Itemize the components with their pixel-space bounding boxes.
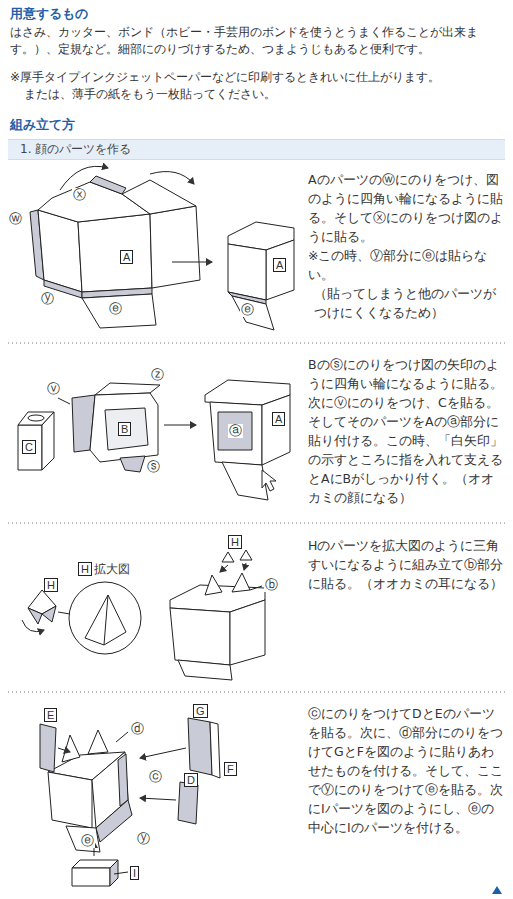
part-letter: H: [228, 535, 242, 549]
part-letter: H: [44, 578, 58, 592]
step-text: ※この時、ⓨ部分にⓔは貼らない。: [308, 246, 505, 284]
part-letter: B: [118, 422, 131, 436]
part-letter: A: [273, 258, 286, 272]
section-heading: 用意するもの: [10, 6, 88, 22]
step4-figure: [40, 718, 220, 886]
callout-letter: ⓨ: [40, 292, 55, 306]
step-text-column: Bのⓢにのりをつけ図の矢印のように四角い輪になるように貼る。次にⓥにのりをつけ、…: [308, 355, 505, 507]
step-text-column: Hのパーツを拡大図のように三角すいになるように組み立てⓑ部分に貼る。（オオカミの…: [308, 536, 505, 593]
part-letter: F: [224, 762, 237, 776]
part-letter: A: [120, 250, 133, 264]
section-heading: 組み立て方: [10, 117, 75, 133]
part-letter: D: [184, 773, 198, 787]
part-letter: I: [130, 866, 139, 880]
callout-letter: ⓦ: [8, 212, 23, 226]
step1-figure: [30, 166, 294, 330]
part-letter: H: [78, 562, 92, 576]
step3-figure: [22, 550, 265, 680]
callout-letter: ⓓ: [130, 722, 145, 736]
part-letter: A: [272, 412, 285, 426]
step-text: Aのパーツのⓦにのりをつけ、図のように四角い輪になるように貼る。そしてⓧにのりを…: [308, 170, 505, 246]
part-letter: E: [44, 708, 57, 722]
body-text: ※厚手タイプインクジェットペーパーなどに印刷するときれいに仕上がります。: [10, 69, 505, 86]
step-text-column: Aのパーツのⓦにのりをつけ、図のように四角い輪になるように貼る。そしてⓧにのりを…: [308, 170, 505, 322]
separator: [8, 343, 505, 692]
step-text: Hのパーツを拡大図のように三角すいになるように組み立てⓑ部分に貼る。（オオカミの…: [308, 536, 505, 593]
body-text: または、薄手の紙をもう一枚貼ってください。: [24, 86, 504, 103]
band-title: 1. 顔のパーツを作る: [8, 140, 505, 159]
callout-letter: ⓢ: [146, 460, 161, 474]
step-text: Bのⓢにのりをつけ図の矢印のように四角い輪になるように貼る。次にⓥにのりをつけ、…: [308, 355, 505, 507]
caption-text: 拡大図: [94, 562, 130, 576]
callout-letter: ⓔ: [240, 303, 255, 317]
callout-letter: ⓩ: [150, 368, 165, 382]
step2-figure: [18, 380, 290, 500]
section-band: 1. 顔のパーツを作る: [8, 139, 505, 160]
callout-letter: ⓨ: [136, 832, 151, 846]
step-text-column: ⓒにのりをつけてDとEのパーツを貼る。次に、ⓓ部分にのりをつけてGとFを図のよう…: [308, 704, 505, 837]
callout-letter: ⓧ: [72, 188, 87, 202]
step-text: ⓒにのりをつけてDとEのパーツを貼る。次に、ⓓ部分にのりをつけてGとFを図のよう…: [308, 704, 505, 837]
callout-letter: ⓔ: [80, 834, 95, 848]
callout-letter: ⓑ: [264, 578, 279, 592]
callout-letter: ⓔ: [108, 302, 123, 316]
part-letter: C: [22, 440, 36, 454]
page-top-icon: [492, 886, 502, 894]
callout-letter: ⓥ: [46, 382, 61, 396]
step-text: （貼ってしまうと他のパーツがつけにくくなるため）: [308, 284, 505, 322]
callout-letter: ⓐ: [228, 424, 243, 438]
part-letter: G: [193, 704, 208, 718]
callout-letter: ⓒ: [148, 770, 163, 784]
body-text: はさみ、カッター、ボンド（ホビー・手芸用のボンドを使うとうまく作ることが出来ます…: [10, 24, 505, 58]
